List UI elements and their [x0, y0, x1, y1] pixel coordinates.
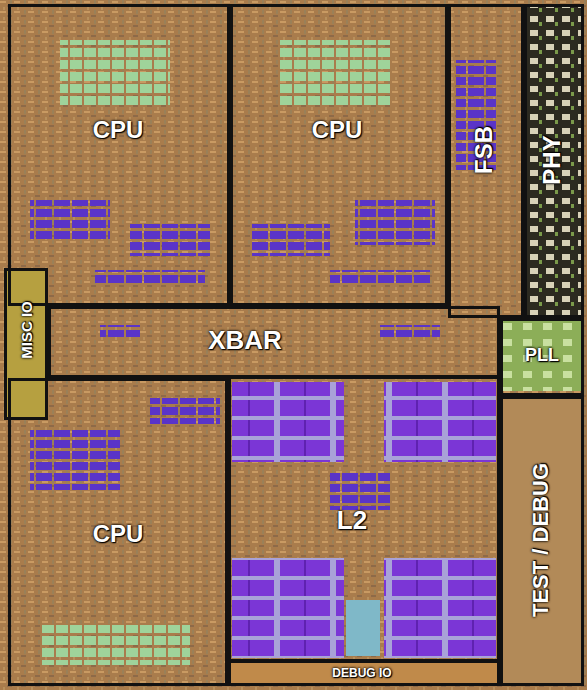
region-label: PLL — [525, 346, 559, 364]
test-debug-region: TEST / DEBUG — [500, 396, 584, 686]
l2-cache-region: L2 — [228, 376, 500, 662]
phy-region: PHY — [524, 4, 584, 318]
region-label: XBAR — [208, 327, 282, 353]
pll-region: PLL — [500, 318, 584, 396]
region-label: CPU — [312, 118, 363, 142]
region-label: CPU — [93, 522, 144, 546]
region-label: PHY — [540, 135, 564, 184]
xbar-region: XBAR — [48, 306, 500, 378]
region-label: TEST / DEBUG — [530, 463, 552, 617]
cpu-region: CPU — [230, 4, 448, 306]
fsb-region: FSB — [448, 4, 524, 318]
region-label: DEBUG IO — [332, 667, 391, 679]
cpu-region: CPU — [8, 378, 228, 686]
cpu-region: CPU — [8, 4, 230, 306]
region-label: CPU — [93, 118, 144, 142]
region-label: L2 — [337, 507, 367, 533]
region-label: MISC IO — [19, 301, 34, 359]
debug-io-region: DEBUG IO — [228, 660, 500, 686]
region-label: FSB — [472, 126, 496, 174]
